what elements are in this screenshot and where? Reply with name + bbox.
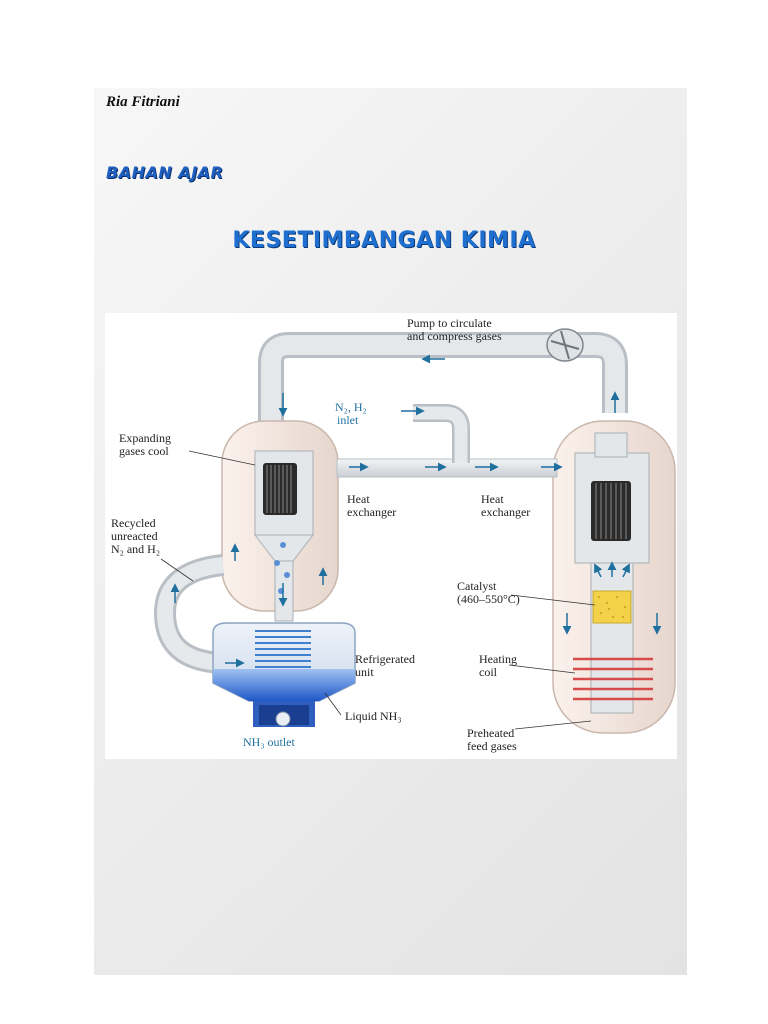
label-catalyst-2: (460–550°C) [457,592,520,606]
heat-exchanger-core-left [263,463,297,515]
label-heating-2: coil [479,665,498,679]
label-heating-1: Heating [479,652,517,666]
label-recycled-3: N₂ and H₂ [111,542,160,556]
label-refrigerated-1: Refrigerated [355,652,415,666]
label-refrigerated-2: unit [355,665,374,679]
subject-heading: BAHAN AJAR [106,163,224,182]
refrigeration-coil [255,630,311,668]
haber-process-diagram: Pump to circulate and compress gases N₂,… [105,313,677,759]
label-pump-1: Pump to circulate [407,316,492,330]
label-heat-exchanger-left-2: exchanger [347,505,396,519]
pump [546,328,584,362]
label-pump-2: and compress gases [407,329,502,343]
label-heat-exchanger-left-1: Heat [347,492,370,506]
label-expanding-1: Expanding [119,431,171,445]
label-preheated-2: feed gases [467,739,517,753]
author-name: Ria Fitriani [106,94,180,110]
document-title: KESETIMBANGAN KIMIA [232,228,536,253]
label-inlet-2: inlet [337,413,359,427]
liquid-nh3 [213,669,355,701]
label-heat-exchanger-right-1: Heat [481,492,504,506]
label-inlet-1: N₂, H₂ [335,400,367,414]
label-nh3-outlet: NH₃ outlet [243,735,296,749]
label-expanding-2: gases cool [119,444,169,458]
label-recycled-1: Recycled [111,516,156,530]
label-heat-exchanger-right-2: exchanger [481,505,530,519]
label-liquid-nh3: Liquid NH₃ [345,709,402,723]
label-catalyst-1: Catalyst [457,579,497,593]
heating-coil [573,657,653,701]
label-preheated-1: Preheated [467,726,514,740]
label-recycled-2: unreacted [111,529,158,543]
